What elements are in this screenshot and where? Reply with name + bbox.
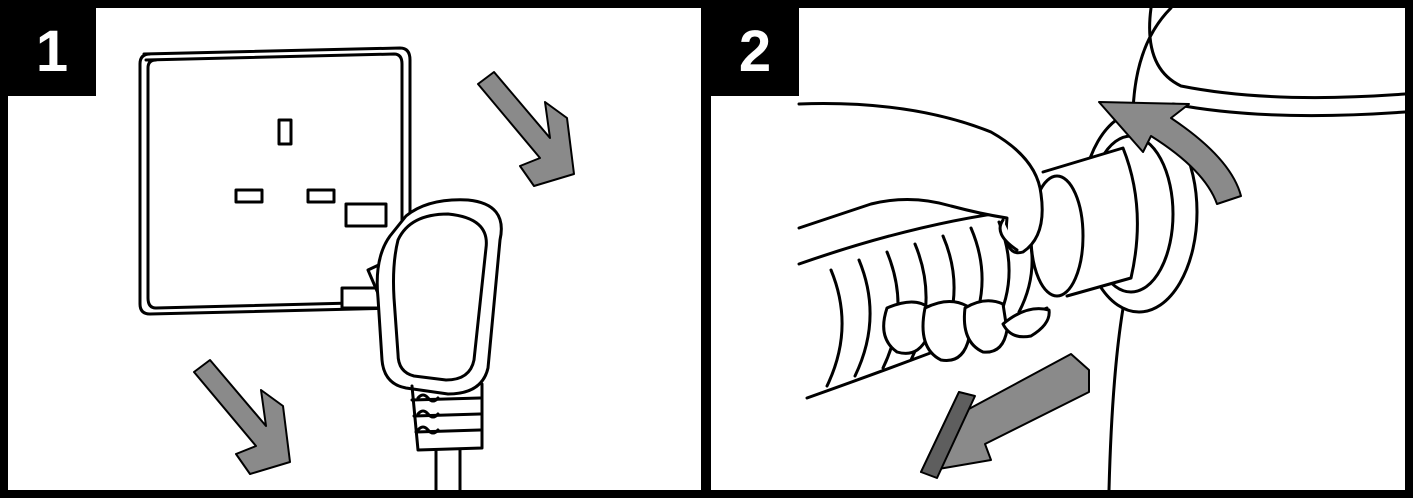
step-2-number-badge: 2 bbox=[711, 8, 799, 96]
step-1-panel: 1 bbox=[0, 0, 709, 498]
arrow-down-right-bottom bbox=[193, 359, 291, 475]
hand bbox=[797, 102, 1051, 363]
plug-cord-grip bbox=[410, 382, 484, 452]
plug-cable bbox=[434, 448, 462, 490]
detach-hose-illustration bbox=[797, 8, 1405, 490]
wall-socket bbox=[138, 46, 412, 316]
arrow-rotate bbox=[1098, 101, 1242, 205]
socket-neutral-slot bbox=[306, 188, 336, 204]
unplug-illustration bbox=[138, 46, 575, 490]
socket-live-slot bbox=[234, 188, 264, 204]
step-2-panel: 2 bbox=[703, 0, 1413, 498]
step-1-number-badge: 1 bbox=[8, 8, 96, 96]
socket-earth-slot bbox=[277, 118, 293, 146]
hose-connector bbox=[1029, 110, 1199, 314]
arrow-down-right-top bbox=[477, 71, 575, 187]
plug bbox=[340, 198, 503, 490]
